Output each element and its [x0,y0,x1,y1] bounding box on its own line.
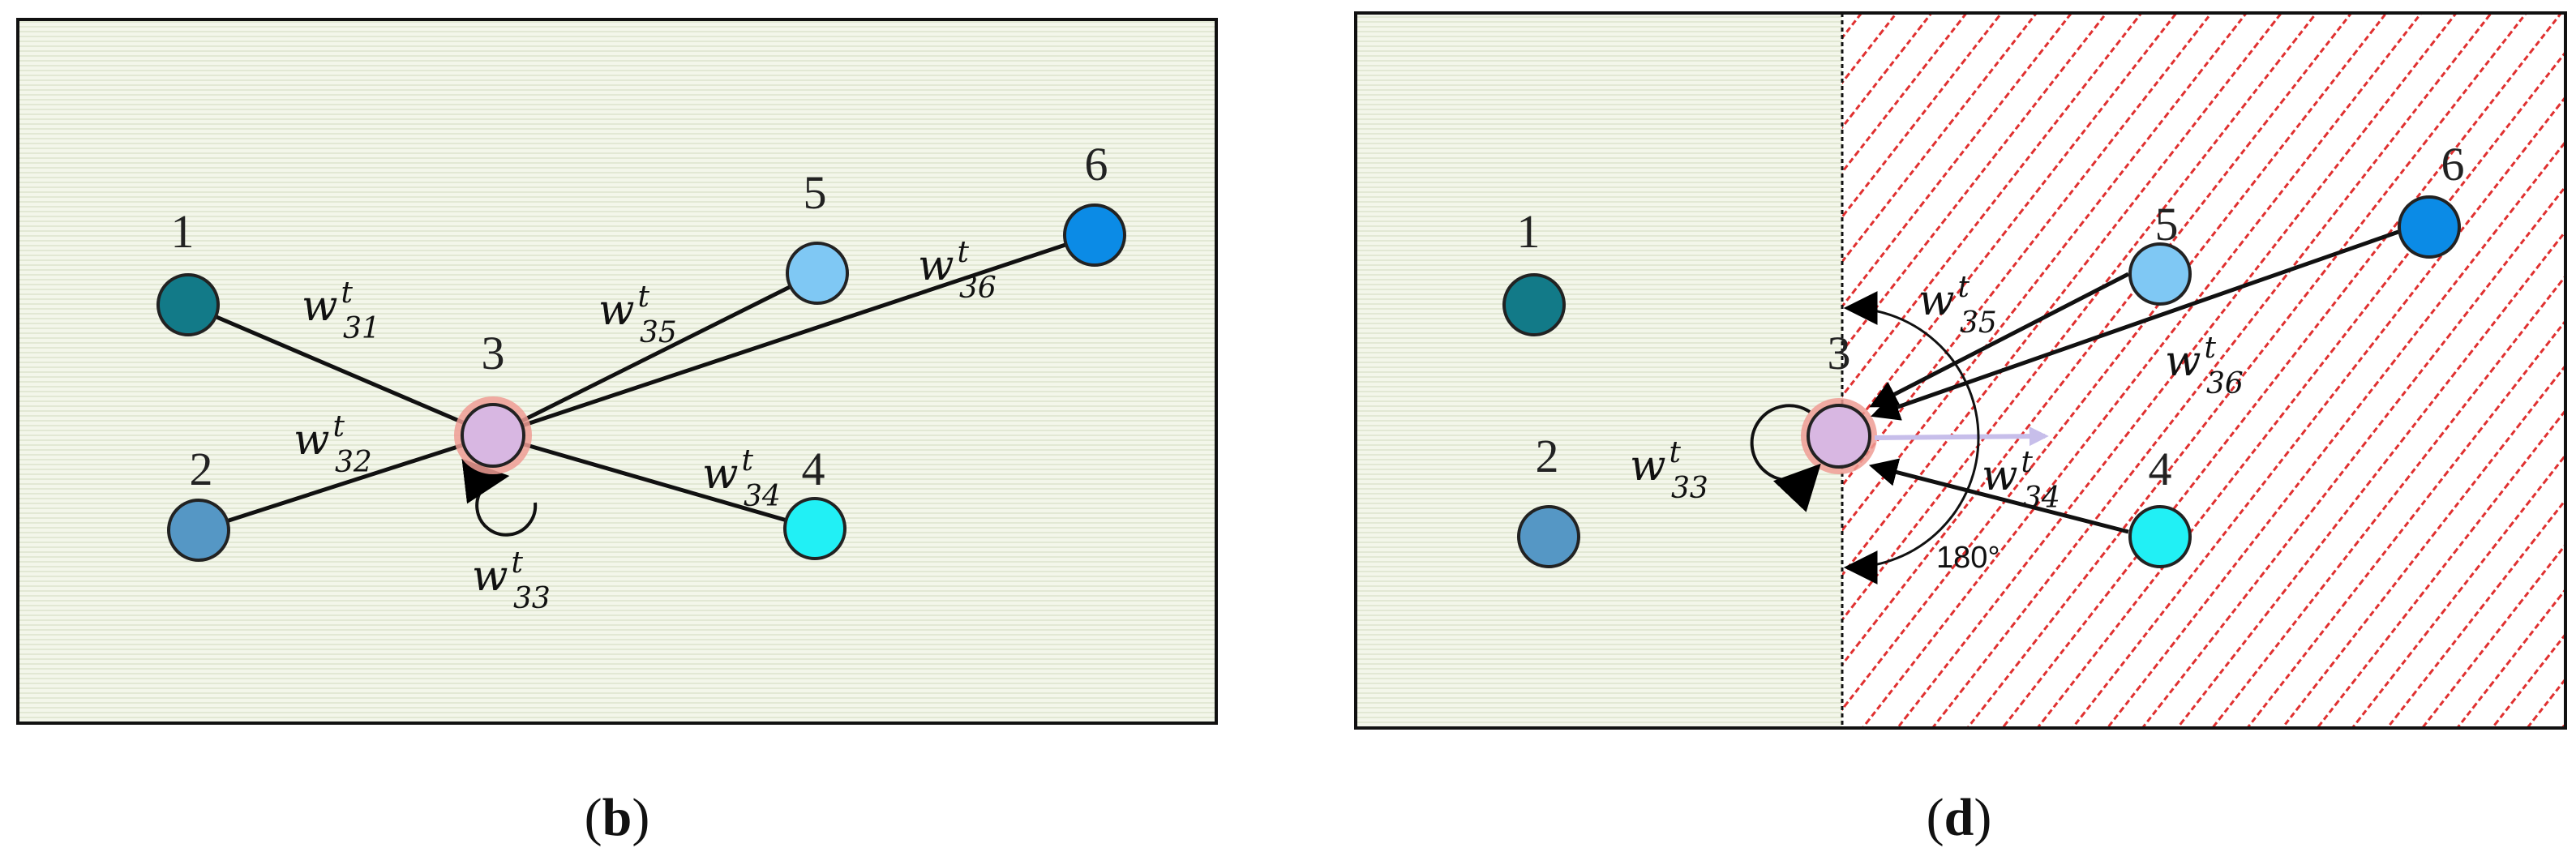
edge-4-3 [1868,458,2129,534]
node-2 [167,499,230,562]
node-label-1: 1 [171,205,195,258]
node-3 [1807,404,1871,469]
node-label-4: 4 [802,443,825,495]
edge-5-3 [1869,272,2130,408]
panel-d-hatched-region [1842,13,2565,728]
edge-3-5 [491,271,819,438]
node-label-5: 5 [804,166,827,219]
self-loop-33-d [1750,404,1821,512]
edge-3-1 [187,302,494,438]
node-label-6: 6 [1085,138,1108,191]
edge-3-2 [198,433,494,533]
node-label-3: 3 [1828,327,1851,379]
node-6 [2398,195,2461,259]
angle-arc-180 [1843,291,1980,585]
node-1 [1502,273,1566,336]
angle-label: 180° [1936,541,2000,575]
edge-3-6 [492,233,1095,438]
panel-d-caption: (d) [1927,788,1992,847]
node-label-5: 5 [2155,198,2179,251]
node-label-6: 6 [2441,138,2465,191]
panel-b-edges [187,233,1095,533]
node-label-1: 1 [1517,205,1541,258]
heading-arrow [1874,426,2049,447]
node-1 [156,273,220,336]
node-6 [1063,203,1126,267]
panel-d-frame [1354,11,2567,730]
node-5 [786,242,849,305]
node-4 [2128,505,2192,568]
edge-3-4 [492,433,816,531]
panel-b-caption: (b) [585,788,650,847]
self-loop-33 [461,458,538,537]
node-label-4: 4 [2149,443,2172,495]
node-label-2: 2 [190,443,213,495]
node-3 [461,403,525,468]
edge-6-3 [1871,229,2399,421]
node-2 [1517,505,1580,568]
node-5 [2128,242,2192,306]
node-label-2: 2 [1536,430,1559,482]
panel-d-safe-region [1356,13,1842,728]
panel-d-edges [1868,229,2399,534]
node-4 [783,497,847,560]
node-label-3: 3 [482,327,505,379]
